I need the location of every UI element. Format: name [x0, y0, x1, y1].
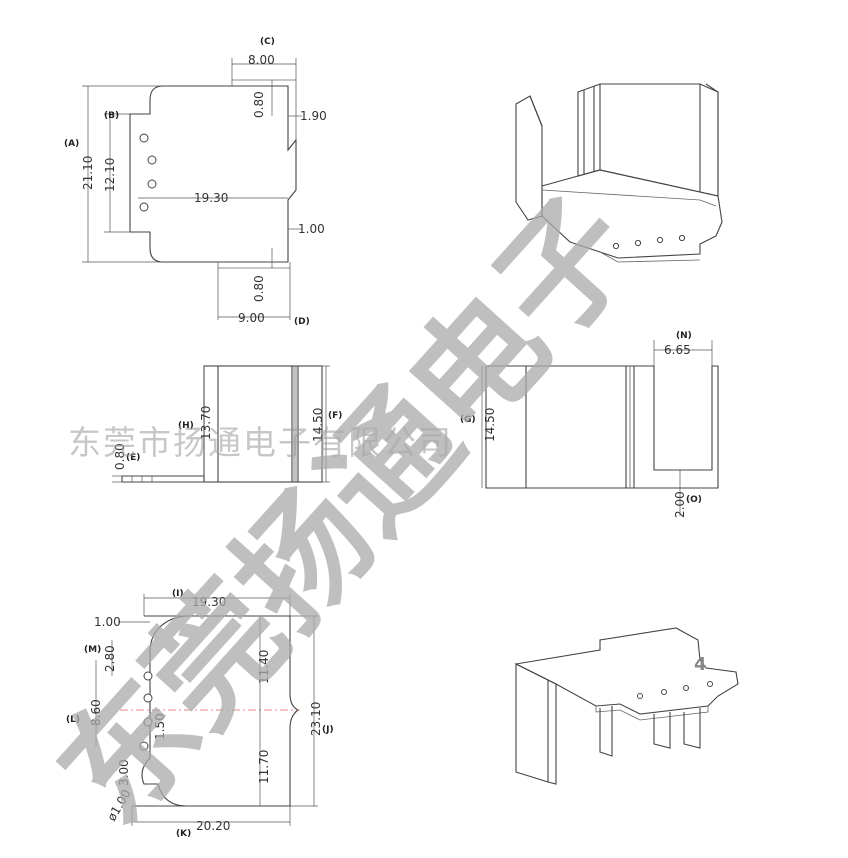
dim-h: 13.70 — [199, 406, 213, 440]
dim-lower: 11.70 — [257, 750, 271, 784]
dim-f: 14.50 — [311, 408, 325, 442]
tag-b: (B) — [104, 111, 119, 121]
tag-f: (F) — [328, 411, 342, 421]
dim-pitch: 1.50 — [153, 713, 167, 740]
tag-n: (N) — [676, 331, 692, 341]
tag-k: (K) — [176, 829, 191, 839]
dim-k: 20.20 — [196, 819, 230, 833]
dim-d-small: 0.80 — [252, 275, 266, 302]
dim-m: 2.80 — [103, 645, 117, 672]
tag-i: (I) — [172, 589, 184, 599]
watermark-company-line: 东莞市扬通电子有限公司 — [68, 423, 453, 462]
dim-n: 6.65 — [664, 343, 691, 357]
watermark-diagonal: 东莞扬通电子 — [30, 169, 665, 850]
dim-c: 8.00 — [248, 53, 275, 67]
dim-a: 21.10 — [81, 156, 95, 190]
dim-tab-bottom: 1.00 — [298, 222, 325, 236]
iso-view-top — [515, 83, 723, 263]
tag-h: (H) — [178, 421, 194, 431]
dim-d: 9.00 — [238, 311, 265, 325]
dim-o: 2.00 — [673, 491, 687, 518]
tag-e: (E) — [126, 453, 140, 463]
tag-c: (C) — [260, 37, 275, 47]
dim-g: 14.50 — [483, 408, 497, 442]
dim-top-edge: 1.00 — [94, 615, 121, 629]
side-view: (G) (N) (O) 14.50 6.65 2.00 — [460, 331, 719, 518]
dim-tab-top: 1.90 — [300, 109, 327, 123]
dim-upper: 11.40 — [257, 650, 271, 684]
tag-d: (D) — [294, 317, 310, 327]
dim-hole-spacing: 3.00 — [117, 759, 131, 786]
dim-c-small: 0.80 — [252, 91, 266, 118]
dim-e: 0.80 — [113, 443, 127, 470]
bottom-view: (I) (J) (K) (L) (M) 19.30 1.00 2.80 8.60… — [66, 589, 334, 839]
tag-j: (J) — [322, 725, 334, 735]
front-view: (E) (F) (H) 0.80 13.70 14.50 — [112, 365, 342, 483]
tag-m: (M) — [84, 645, 101, 655]
tag-g: (G) — [460, 415, 476, 425]
tag-a: (A) — [64, 139, 79, 149]
dim-width: 19.30 — [194, 191, 228, 205]
page-number: 4 — [694, 654, 707, 675]
top-view: (A) (B) (C) (D) 21.10 12.10 8.00 0.80 1.… — [64, 37, 327, 327]
tag-l: (L) — [66, 715, 80, 725]
dim-i: 19.30 — [192, 595, 226, 609]
dim-b: 12.10 — [103, 158, 117, 192]
dim-j: 23.10 — [309, 702, 323, 736]
iso-view-bottom: 4 — [514, 627, 739, 785]
tag-o: (O) — [686, 495, 702, 505]
dim-l: 8.60 — [89, 699, 103, 726]
